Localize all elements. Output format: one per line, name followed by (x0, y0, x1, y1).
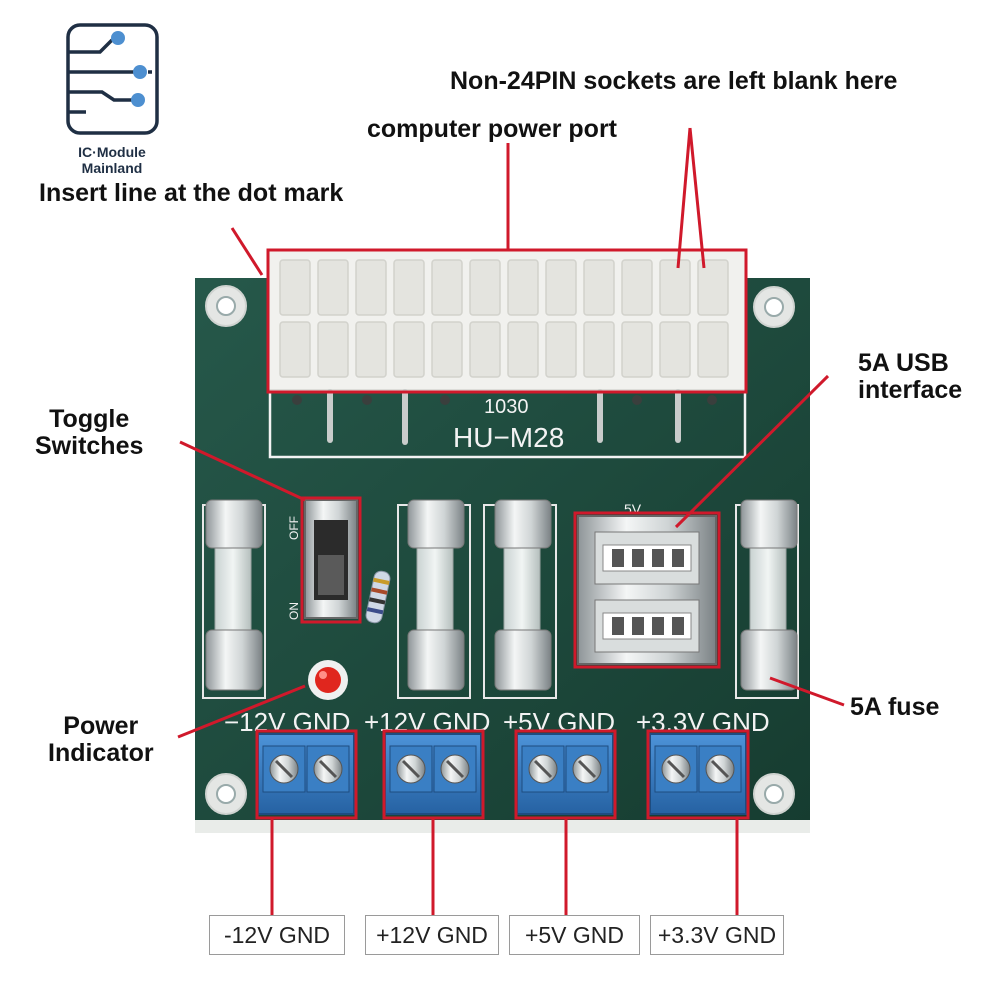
toggle-switch (304, 499, 358, 619)
label-insert-line: Insert line at the dot mark (39, 179, 344, 207)
fuses (205, 499, 798, 691)
ic-module-logo-icon (66, 23, 159, 135)
output-box-pos5: +5V GND (509, 915, 640, 955)
board-model: HU−M28 (453, 422, 564, 453)
svg-text:OFF: OFF (287, 516, 301, 540)
label-fuse: 5A fuse (850, 693, 940, 721)
svg-text:ON: ON (287, 602, 301, 620)
terminal-blocks (257, 733, 747, 815)
label-non24pin: Non-24PIN sockets are left blank here (450, 67, 898, 95)
callout-lines (177, 127, 845, 917)
label-power-port: computer power port (367, 115, 618, 143)
output-box-pos12: +12V GND (365, 915, 499, 955)
label-usb: 5A USB interface (858, 349, 963, 404)
label-toggle: Toggle Switches (35, 405, 144, 460)
board-code: 1030 (484, 396, 529, 418)
label-power-indicator: Power Indicator (48, 712, 154, 767)
logo-text: IC·Module Mainland (78, 144, 146, 177)
output-box-neg12: -12V GND (209, 915, 345, 955)
resistor (365, 570, 391, 624)
output-box-pos33: +3.3V GND (650, 915, 784, 955)
usb-sockets (577, 515, 717, 665)
svg-text:5V: 5V (624, 501, 642, 517)
